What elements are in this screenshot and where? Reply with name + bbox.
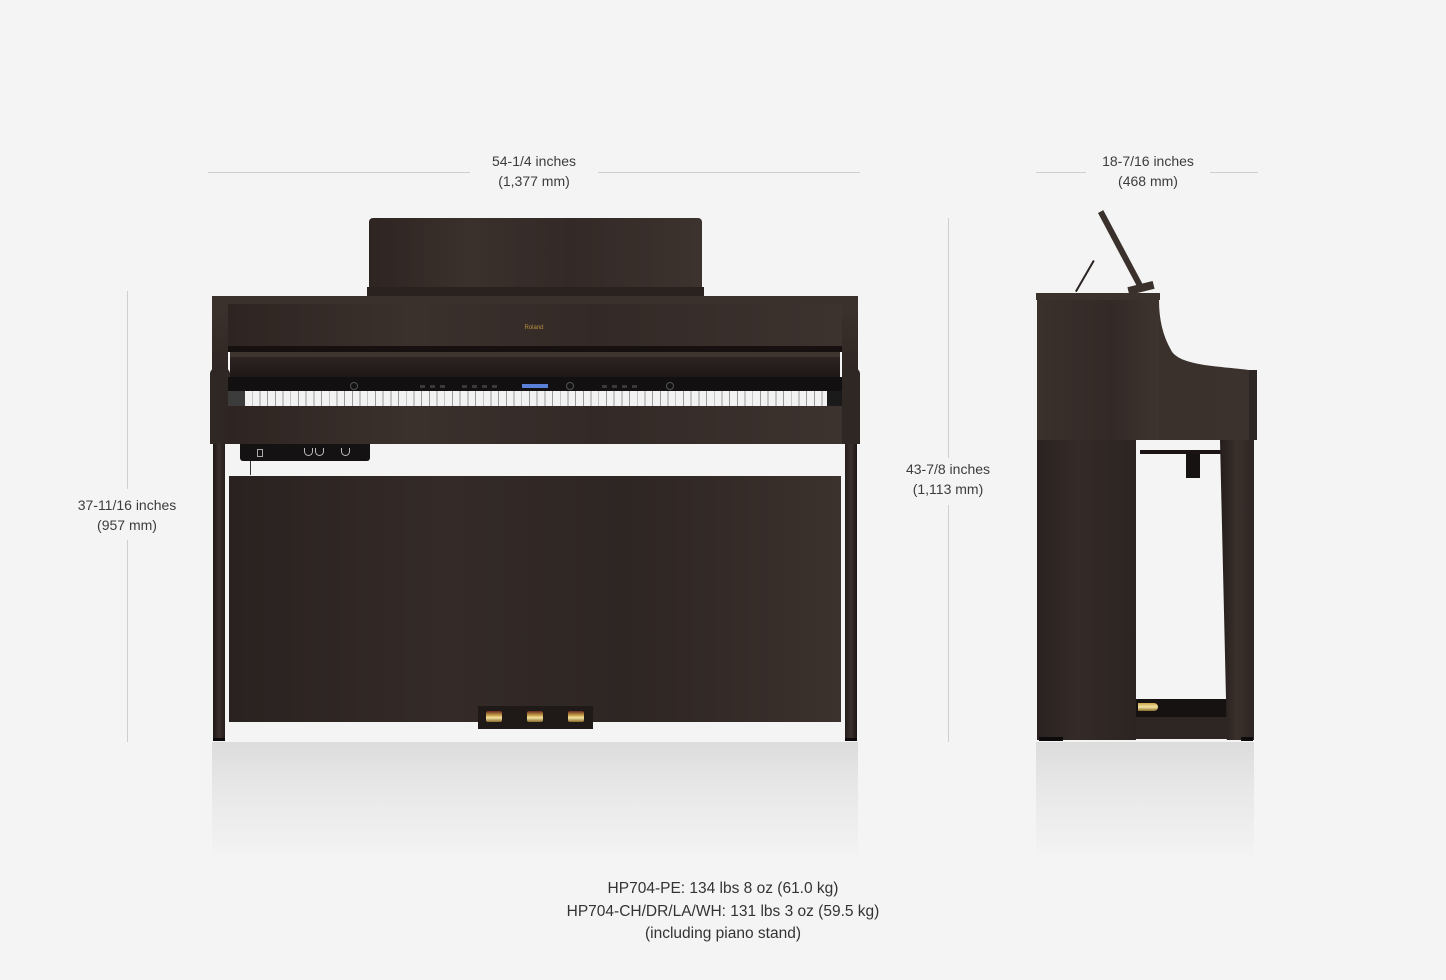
side-front-foot [1241, 737, 1253, 741]
width-label: 54-1/4 inches (1,377 mm) [470, 151, 598, 191]
panel-button-icon [430, 385, 435, 388]
weight-line-other-finishes: HP704-CH/DR/LA/WH: 131 lbs 3 oz (59.5 kg… [566, 902, 880, 920]
height-music-rest-line-top [948, 218, 949, 458]
panel-button-icon [420, 385, 425, 388]
panel-button-icon [602, 385, 607, 388]
side-cabinet-upper [1037, 300, 1159, 440]
side-pedal [1138, 703, 1158, 711]
height-closed-label: 37-11/16 inches (957 mm) [67, 495, 187, 535]
key-block-right [827, 391, 842, 406]
headphone-jack-icon [304, 448, 313, 456]
side-front-leg [1220, 440, 1254, 740]
roland-logo: Roland [524, 325, 544, 331]
key-cover-edge [230, 352, 840, 357]
panel-button-icon [612, 385, 617, 388]
volume-knob-icon [350, 382, 358, 390]
panel-button-icon [482, 385, 487, 388]
panel-button-icon [632, 385, 637, 388]
left-foot [213, 738, 225, 741]
headphone-hook [250, 461, 251, 475]
side-panel-back [1037, 440, 1136, 740]
weight-line-pe: HP704-PE: 134 lbs 8 oz (61.0 kg) [607, 880, 839, 897]
depth-dimension-line-left [1036, 172, 1086, 173]
right-foot [845, 738, 857, 741]
height-closed-inches: 37-11/16 inches [77, 497, 177, 513]
top-lid [212, 296, 858, 304]
soft-pedal [486, 711, 502, 722]
weight-note: (including piano stand) [645, 925, 801, 942]
lcd-display [522, 384, 548, 388]
headphone-jack-icon [315, 448, 324, 456]
music-rest-ledge [367, 287, 704, 297]
key-slip [228, 406, 842, 444]
side-pedal-slot [1136, 699, 1228, 717]
selector-knob-icon [566, 382, 574, 390]
sostenuto-pedal [527, 711, 543, 722]
width-inches: 54-1/4 inches [491, 153, 577, 169]
depth-mm: (468 mm) [1118, 173, 1178, 189]
height-closed-mm: (957 mm) [97, 517, 157, 533]
left-leg [213, 444, 225, 740]
side-back-foot [1039, 737, 1063, 741]
floor-reflection-front [212, 742, 858, 862]
headphone-jack-icon [341, 448, 350, 456]
panel-button-icon [622, 385, 627, 388]
side-cabinet-front-edge [1249, 370, 1257, 440]
height-closed-line-bottom [127, 540, 128, 742]
side-music-rest [1098, 210, 1144, 289]
music-rest [369, 218, 702, 290]
damper-pedal [568, 711, 584, 722]
panel-button-icon [462, 385, 467, 388]
key-cover-shadow [228, 346, 842, 352]
panel-button-icon [492, 385, 497, 388]
height-music-rest-inches: 43-7/8 inches [905, 461, 991, 477]
side-bracket [1186, 454, 1200, 478]
right-leg [845, 444, 857, 740]
width-mm: (1,377 mm) [498, 173, 570, 189]
panel-button-icon [440, 385, 445, 388]
left-arm [210, 368, 230, 444]
tempo-knob-icon [666, 382, 674, 390]
weight-info: HP704-PE: 134 lbs 8 oz (61.0 kg) HP704-C… [500, 878, 946, 946]
side-underside [1140, 450, 1222, 454]
height-music-rest-line-bottom [948, 505, 949, 742]
lower-front-board [229, 476, 841, 722]
usb-port-icon [257, 449, 263, 457]
right-arm [842, 368, 860, 444]
upper-front-panel [228, 304, 842, 346]
side-top [1036, 293, 1160, 300]
key-cover-inner [230, 357, 840, 377]
side-cabinet-curve [1159, 300, 1249, 440]
width-dimension-line-right [598, 172, 860, 173]
key-block-left [228, 391, 245, 406]
floor-reflection-side [1036, 742, 1254, 862]
headphone-jack-panel [240, 444, 370, 461]
width-dimension-line-left [208, 172, 470, 173]
depth-inches: 18-7/16 inches [1102, 153, 1194, 169]
height-music-rest-label: 43-7/8 inches (1,113 mm) [888, 459, 1008, 499]
panel-button-icon [472, 385, 477, 388]
height-closed-line-top [127, 291, 128, 489]
music-rest-prop [1075, 260, 1095, 293]
depth-dimension-line-right [1210, 172, 1258, 173]
height-music-rest-mm: (1,113 mm) [912, 481, 984, 497]
depth-label: 18-7/16 inches (468 mm) [1086, 151, 1210, 191]
